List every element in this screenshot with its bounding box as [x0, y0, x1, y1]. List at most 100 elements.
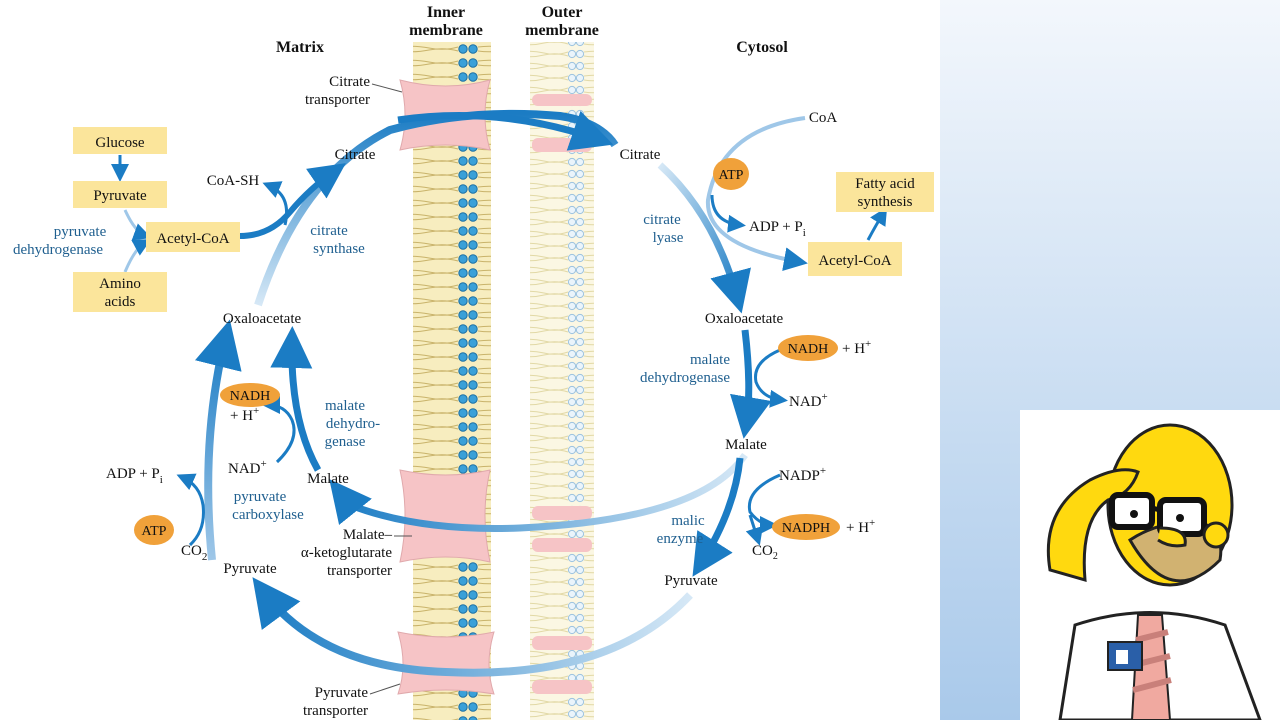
- citrate-transporter-label-2: transporter: [305, 92, 370, 108]
- pdh-label-2: dehydrogenase: [13, 242, 103, 258]
- arrow-citrate-lyase: [657, 162, 751, 314]
- nadh-cytosol-label: NADH: [788, 342, 828, 357]
- atp-pill-matrix: [134, 515, 174, 545]
- atp-matrix-label: ATP: [142, 524, 167, 539]
- malic-enzyme-label-2: enzyme: [657, 531, 704, 547]
- fatty-acid-label-2: synthesis: [857, 194, 912, 210]
- inner-membrane: [413, 42, 491, 722]
- malic-enzyme-label-1: malic: [671, 513, 705, 529]
- header-matrix: Matrix: [276, 39, 324, 56]
- arrow-amino-acetylcoa: [123, 239, 152, 273]
- nad-matrix-label: NAD+: [228, 458, 267, 477]
- malate-matrix-label: Malate: [307, 471, 349, 487]
- arrow-citrate-through: [397, 110, 614, 151]
- hplus-cytosol-label: + H+: [842, 338, 871, 357]
- outer-pore: [532, 636, 592, 650]
- header-inner-membrane-1: Inner: [427, 4, 465, 21]
- header-outer-membrane-1: Outer: [542, 4, 583, 21]
- hplus-matrix-label: + H+: [230, 405, 259, 424]
- arrow-oaa-to-malate: [730, 329, 772, 439]
- hplus2-cytosol-label: + H+: [846, 517, 875, 536]
- malate-transporter-label-1: Malate–: [343, 527, 393, 543]
- amino-label-1: Amino: [99, 276, 141, 292]
- arrow-pyruvate-acetylcoa: [123, 209, 152, 241]
- nad-cytosol-label: NAD+: [789, 391, 828, 410]
- pyruvate-transporter-label-2: transporter: [303, 703, 368, 719]
- arrow-nad-nadh-matrix: [262, 396, 296, 464]
- arrow-pyruvate-import: [252, 577, 693, 677]
- pyruvate-transporter: [397, 631, 495, 695]
- nadp-cytosol-label: NADP+: [779, 465, 826, 484]
- acetylcoa-label-cytosol: Acetyl-CoA: [818, 253, 891, 269]
- citrate-lyase-label-2: lyase: [653, 230, 684, 246]
- header-cytosol: Cytosol: [736, 39, 788, 56]
- header-inner-membrane-2: membrane: [409, 22, 483, 39]
- arrow-pyruvate-carboxylase: [195, 319, 242, 561]
- nadh-pill-cytosol: [778, 335, 838, 361]
- pyruvate-carboxylase-label-1: pyruvate: [234, 489, 287, 505]
- outer-pore: [532, 506, 592, 520]
- nadh-pill-matrix: [220, 383, 280, 407]
- arrow-co2-cytosol: [745, 514, 763, 546]
- citrate-cytosol-label: Citrate: [620, 147, 661, 163]
- nadph-label: NADPH: [782, 521, 830, 536]
- arrow-to-citrate: [239, 163, 346, 239]
- arrow-atp-adp: [710, 194, 746, 233]
- malate-cytosol-label: Malate: [725, 437, 767, 453]
- nadh-matrix-label: NADH: [230, 389, 270, 404]
- malate-transporter-label-3: transporter: [327, 563, 392, 579]
- outer-pore: [532, 94, 592, 106]
- arrow-coash: [262, 181, 289, 226]
- amino-label-2: acids: [105, 294, 136, 310]
- citrate-lyase-label-1: citrate: [643, 212, 681, 228]
- outer-pore: [532, 680, 592, 694]
- acetylcoa-label-matrix: Acetyl-CoA: [156, 231, 229, 247]
- fatty-acid-label-1: Fatty acid: [855, 176, 915, 192]
- atp-pill-cytosol: [713, 158, 749, 190]
- mdh-matrix-label-1: malate: [325, 398, 365, 414]
- pyruvate-box: [73, 181, 167, 208]
- glucose-label: Glucose: [95, 135, 144, 151]
- pyruvate-cytosol-label: Pyruvate: [664, 573, 718, 589]
- coash-label: CoA-SH: [207, 173, 260, 189]
- malate-akg-transporter: [399, 469, 491, 563]
- arrow-atp-adp-matrix: [176, 473, 205, 547]
- citrate-matrix-label: Citrate: [335, 147, 376, 163]
- fatty-acid-box: [836, 172, 934, 212]
- nadph-pill: [772, 514, 840, 540]
- arrow-nadh-nad-cytosol: [754, 348, 788, 408]
- header-outer-membrane-2: membrane: [525, 22, 599, 39]
- oaa-cytosol-label: Oxaloacetate: [705, 311, 784, 327]
- leader-line: [371, 83, 403, 93]
- atp-cytosol-label: ATP: [719, 168, 744, 183]
- pyruvate-transporter-label-1: Pyruvate: [315, 685, 369, 701]
- citrate-synthase-label-1: citrate: [310, 223, 348, 239]
- pdh-label-1: pyruvate: [54, 224, 107, 240]
- mdh-matrix-label-3: genase: [325, 434, 366, 450]
- adp-matrix-label: ADP + Pi: [106, 466, 163, 486]
- acetylcoa-box-cytosol: [808, 242, 902, 276]
- co2-cytosol-label: CO2: [752, 543, 778, 562]
- mdh-cytosol-label-2: dehydrogenase: [640, 370, 730, 386]
- acetylcoa-box-matrix: [146, 222, 240, 252]
- pyruvate-box-label: Pyruvate: [93, 188, 147, 204]
- amino-acids-box: [73, 272, 167, 312]
- leader-line: [369, 683, 401, 695]
- adp-cytosol-label: ADP + Pi: [749, 219, 806, 239]
- coa-label: CoA: [809, 110, 838, 126]
- arrow-coa-acetylcoa: [705, 116, 808, 271]
- arrow-nadp-nadph: [747, 473, 781, 534]
- outer-pore: [532, 538, 592, 552]
- glucose-box: [73, 127, 167, 154]
- arrow-malic-enzyme: [692, 457, 744, 577]
- malate-transporter-label-2: α-ketoglutarate: [301, 545, 392, 561]
- arrow-malate-import: [329, 452, 748, 533]
- outer-membrane: [530, 42, 594, 722]
- arrow-fatty-acid: [866, 206, 888, 241]
- oaa-matrix-label: Oxaloacetate: [223, 311, 302, 327]
- mdh-matrix-label-2: dehydro-: [326, 416, 380, 432]
- pyruvate-carboxylase-label-2: carboxylase: [232, 507, 304, 523]
- citrate-transporter-label-1: Citrate: [329, 74, 370, 90]
- thinking-character-icon: [1020, 410, 1280, 722]
